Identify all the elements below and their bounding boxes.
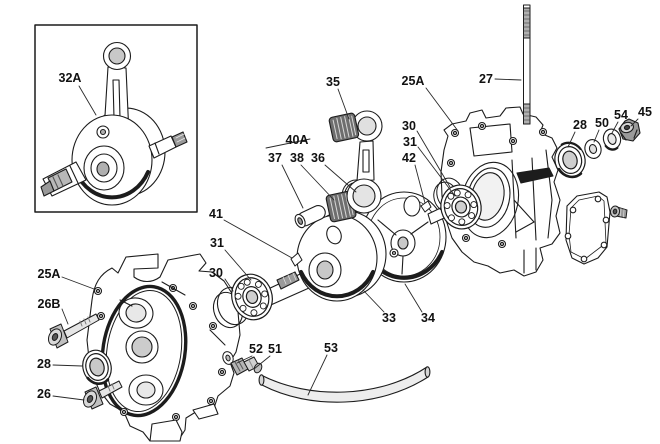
callout-label-30-left: 30 <box>209 266 223 280</box>
callout-label-35: 35 <box>326 75 340 89</box>
callout-leader-38 <box>300 164 335 201</box>
callout-label-34: 34 <box>421 311 435 325</box>
callout-label-26B: 26B <box>38 297 61 311</box>
callout-leader-42 <box>414 164 426 204</box>
callout-leader-30-right <box>416 130 451 188</box>
callout-label-31-left: 31 <box>210 236 224 250</box>
cover-plate-holes <box>564 195 610 263</box>
cover-screw-drawing <box>609 205 628 219</box>
callout-label-40A: 40A <box>286 133 309 147</box>
callout-label-52: 52 <box>249 342 263 356</box>
banjo-fitting-52-51-drawing <box>222 351 263 376</box>
stud-27-drawing <box>523 4 531 125</box>
callout-leader-26B <box>61 308 69 325</box>
callout-layer: 32A 35 25A 27 40A 37 38 36 30 31 42 28 50 54 45 41 31 30 2… <box>37 71 652 401</box>
cover-plate-drawing <box>564 191 611 265</box>
washer-54-drawing <box>602 128 622 151</box>
callout-label-25A-left: 25A <box>38 267 61 281</box>
callout-leader-33 <box>362 289 385 313</box>
callout-leader-54 <box>611 121 619 134</box>
callout-leader-25A-right <box>425 87 459 132</box>
left-case-bolt-holes <box>93 283 227 422</box>
callout-leader-52 <box>236 355 253 364</box>
callout-leader-37 <box>281 164 304 209</box>
callout-label-32A: 32A <box>59 71 82 85</box>
woodruff-key-42-drawing <box>420 200 432 213</box>
callout-label-51: 51 <box>268 342 282 356</box>
callout-leader-27 <box>494 78 522 81</box>
callout-label-30-right: 30 <box>402 119 416 133</box>
callout-leader-34 <box>404 283 423 313</box>
case-bolt-26B-drawing <box>47 313 100 349</box>
callout-leader-31-right <box>417 146 456 197</box>
breather-hose-53-drawing <box>258 366 431 403</box>
callout-leader-40A <box>265 138 311 149</box>
callout-leader-53 <box>307 354 328 396</box>
callout-label-36: 36 <box>311 151 325 165</box>
callout-label-53: 53 <box>324 341 338 355</box>
callout-leader-32A <box>78 85 97 116</box>
callout-label-37: 37 <box>268 151 282 165</box>
callout-leader-28-right <box>567 131 576 148</box>
callout-leader-30-left <box>224 278 234 292</box>
callout-leader-45 <box>630 118 639 127</box>
callout-label-33: 33 <box>382 311 396 325</box>
case-bolt-26-drawing <box>82 380 123 410</box>
callout-label-25A-right: 25A <box>402 74 425 88</box>
inset-frame <box>34 24 198 213</box>
oil-seal-28-left-drawing <box>82 349 112 385</box>
inset-crankshaft-32A-drawing <box>40 41 188 206</box>
callout-leader-35 <box>337 88 350 120</box>
ball-bearing-31-right-drawing <box>440 184 482 230</box>
needle-cage-35-drawing <box>328 112 360 143</box>
callout-leader-25A-left <box>61 276 95 290</box>
connecting-rod-drawing <box>346 110 383 214</box>
callout-label-45: 45 <box>638 105 652 119</box>
nut-45-drawing <box>618 118 641 142</box>
callout-label-41: 41 <box>209 207 223 221</box>
callout-label-27: 27 <box>479 72 493 86</box>
left-crankcase-25A-drawing <box>86 253 241 442</box>
callout-leader-51 <box>253 355 271 370</box>
washer-50-drawing <box>584 139 602 159</box>
callout-leader-26 <box>52 395 85 401</box>
callout-leader-31-left <box>224 249 252 281</box>
callout-leader-41 <box>223 219 293 259</box>
callout-label-31-right: 31 <box>403 135 417 149</box>
callout-label-38: 38 <box>290 151 304 165</box>
callout-leader-50 <box>593 129 600 143</box>
oil-seal-28-right-drawing <box>554 141 586 179</box>
callout-label-54: 54 <box>614 108 628 122</box>
callout-leader-28-left <box>52 364 83 367</box>
ball-bearing-31-left-drawing <box>231 273 273 321</box>
callout-label-28-right: 28 <box>573 118 587 132</box>
callout-label-26: 26 <box>37 387 51 401</box>
callout-label-50: 50 <box>595 116 609 130</box>
spacer-tube-37-drawing <box>294 205 326 229</box>
callout-label-42: 42 <box>402 151 416 165</box>
woodruff-key-41-drawing <box>290 252 303 267</box>
callout-leader-36 <box>324 164 357 193</box>
callout-label-28-left: 28 <box>37 357 51 371</box>
